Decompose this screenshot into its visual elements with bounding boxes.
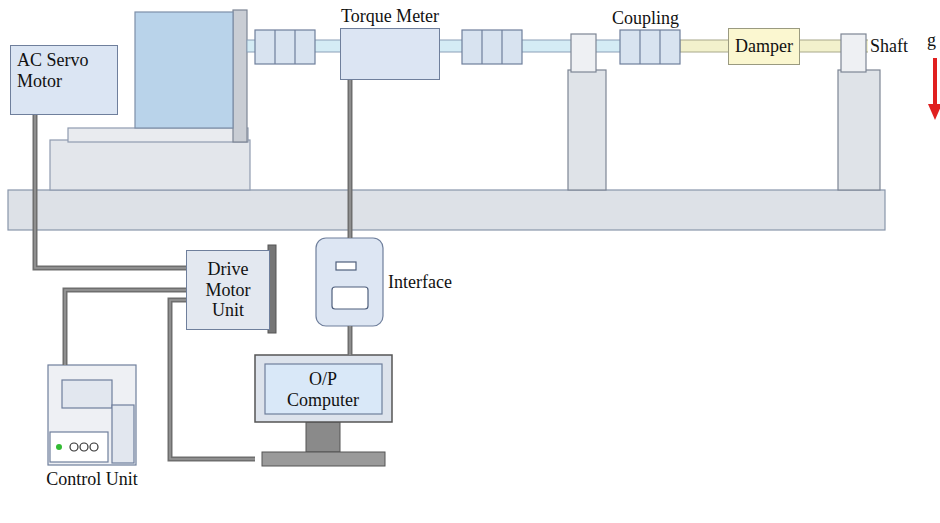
- control-unit-case: [48, 365, 136, 465]
- node-label: Torque Meter: [341, 6, 439, 27]
- motor-stand-top: [68, 128, 248, 142]
- motor-flange: [233, 10, 247, 142]
- node-label: AC Servo Motor: [17, 50, 111, 91]
- coupling-seam: [501, 30, 502, 64]
- monitor-screen: [265, 364, 382, 414]
- coupling-body: [255, 30, 315, 64]
- power-led: [56, 444, 62, 450]
- coupling: [462, 30, 522, 64]
- monitor-frame: [255, 355, 392, 422]
- control-panel: [50, 432, 108, 462]
- node-label: Damper: [735, 36, 793, 57]
- damper: Damper: [728, 28, 800, 65]
- drive-motor-unit: Drive Motor Unit: [186, 250, 270, 330]
- bearing-housing: [571, 34, 596, 72]
- cable-core: [35, 115, 186, 268]
- bearing-support: [568, 70, 606, 190]
- part-label: Coupling: [612, 8, 679, 29]
- control-knob: [90, 443, 98, 451]
- motor-label-box: AC Servo Motor: [10, 45, 118, 115]
- coupling: [255, 30, 315, 64]
- monitor-base: [262, 452, 385, 466]
- cable: [348, 80, 353, 238]
- motor-stand: [50, 140, 250, 190]
- coupling-body: [620, 30, 680, 64]
- node-label: Drive Motor Unit: [191, 259, 265, 321]
- coupling-body: [462, 30, 522, 64]
- control-unit: Control Unit: [48, 365, 136, 465]
- coupling-seam: [294, 30, 295, 64]
- bearing-housing: [841, 34, 866, 72]
- interface-device: Interface: [316, 238, 383, 326]
- interface-display: [332, 287, 368, 309]
- computer: O/P Computer: [255, 355, 392, 467]
- coupling-seam: [274, 30, 275, 64]
- cable-core: [349, 326, 351, 355]
- coupling: [620, 30, 680, 64]
- cable: [35, 115, 186, 268]
- gravity-label: g: [927, 30, 936, 51]
- monitor-neck: [306, 422, 340, 452]
- torque-meter: Torque Meter: [340, 28, 440, 80]
- node-label: Interface: [388, 272, 452, 293]
- node-label: O/P Computer: [273, 365, 373, 415]
- control-knob: [70, 443, 78, 451]
- coupling-seam: [659, 30, 660, 64]
- cable: [348, 326, 353, 355]
- control-knob: [80, 443, 88, 451]
- part-label: Shaft: [868, 36, 910, 57]
- control-unit-side: [112, 405, 134, 463]
- control-unit-top: [62, 380, 112, 408]
- node-label: Control Unit: [42, 469, 142, 490]
- interface-device: [316, 238, 383, 326]
- bearing-support: [838, 70, 880, 190]
- coupling-seam: [481, 30, 482, 64]
- cable-core: [349, 80, 351, 238]
- gravity-arrowhead: [928, 104, 940, 120]
- motor-body: [135, 12, 233, 128]
- coupling-seam: [639, 30, 640, 64]
- base-plate: [8, 190, 885, 230]
- interface-slot: [336, 262, 356, 270]
- gravity-arrow: [933, 58, 937, 106]
